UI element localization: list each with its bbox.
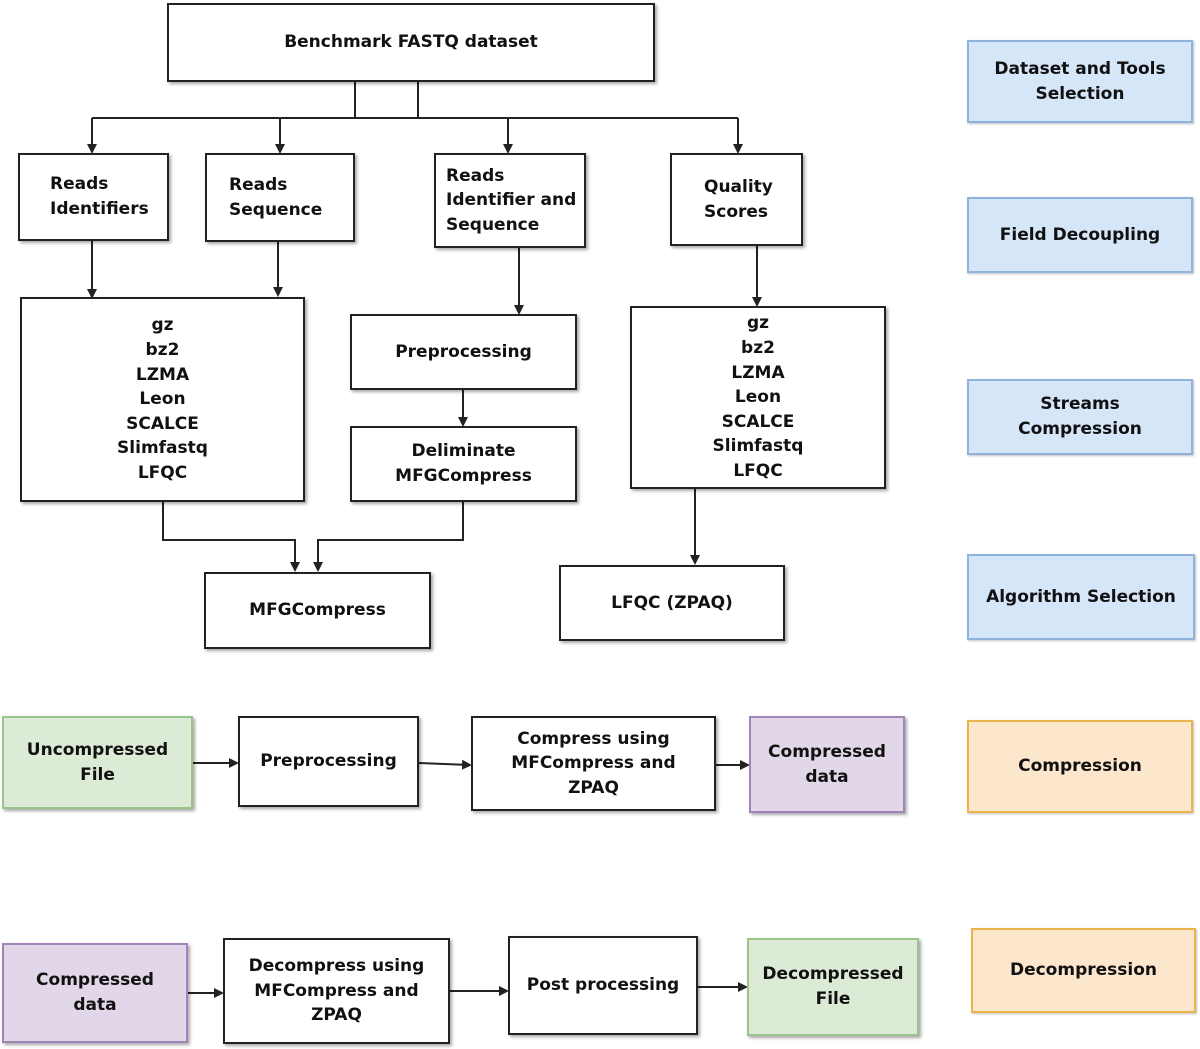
compression-preprocessing-box: Preprocessing bbox=[238, 716, 419, 807]
tool-item: LZMA bbox=[731, 362, 785, 383]
stage-decompression: Decompression bbox=[971, 928, 1196, 1013]
tools-left-list: gz bz2 LZMA Leon SCALCE Slimfastq LFQC bbox=[117, 313, 208, 485]
dataset-box: Benchmark FASTQ dataset bbox=[167, 3, 655, 82]
stage-algorithm-selection-label: Algorithm Selection bbox=[986, 586, 1176, 607]
tool-item: bz2 bbox=[741, 337, 775, 358]
tool-item: Slimfastq bbox=[712, 436, 804, 457]
preprocessing-box: Preprocessing bbox=[350, 314, 577, 390]
tools-right-list: gz bz2 LZMA Leon SCALCE Slimfastq LFQC bbox=[713, 311, 804, 483]
field-identifiers-box: Reads Identifiers bbox=[18, 153, 169, 241]
tool-item: SCALCE bbox=[126, 413, 199, 434]
arrow-tools-to-mfgcompress bbox=[162, 502, 300, 572]
decompressed-file-box: Decompressed File bbox=[747, 938, 919, 1036]
compress-using-label: Compress using MFCompress and ZPAQ bbox=[511, 728, 676, 798]
stage-dataset-tools: Dataset and Tools Selection bbox=[967, 40, 1193, 123]
tool-item: Slimfastq bbox=[117, 438, 208, 459]
lfqc-zpaq-box: LFQC (ZPAQ) bbox=[559, 565, 785, 641]
stage-compression-label: Compression bbox=[1018, 756, 1142, 777]
tool-item: LZMA bbox=[135, 364, 190, 385]
compression-preprocessing-label: Preprocessing bbox=[260, 751, 397, 772]
arrow-deliminate-to-mfgcompress bbox=[313, 502, 464, 572]
field-id-seq-label: Reads Identifier and Sequence bbox=[446, 165, 577, 235]
field-sequence-label: Reads Sequence bbox=[229, 174, 323, 220]
decomp-compressed-data-box: Compressed data bbox=[2, 943, 188, 1043]
tool-item: LFQC bbox=[137, 463, 188, 484]
tool-item: Leon bbox=[734, 387, 782, 408]
lfqc-zpaq-label: LFQC (ZPAQ) bbox=[611, 592, 733, 613]
compressed-data-label: Compressed data bbox=[768, 741, 886, 787]
tool-item: bz2 bbox=[145, 339, 180, 360]
decompress-using-box: Decompress using MFCompress and ZPAQ bbox=[223, 938, 450, 1044]
post-processing-box: Post processing bbox=[508, 936, 698, 1035]
field-identifiers-label: Reads Identifiers bbox=[50, 174, 149, 219]
stage-dataset-tools-label: Dataset and Tools Selection bbox=[994, 58, 1166, 104]
tool-item: Leon bbox=[139, 389, 186, 410]
tool-item: gz bbox=[746, 313, 770, 334]
field-quality-box: Quality Scores bbox=[670, 153, 803, 246]
stage-algorithm-selection: Algorithm Selection bbox=[967, 554, 1195, 640]
tool-item: LFQC bbox=[733, 461, 783, 482]
stage-streams-compression: Streams Compression bbox=[967, 379, 1193, 455]
decompress-using-label: Decompress using MFCompress and ZPAQ bbox=[248, 956, 425, 1026]
split-connector bbox=[354, 82, 419, 119]
field-id-seq-box: Reads Identifier and Sequence bbox=[434, 153, 586, 248]
stage-field-decoupling-label: Field Decoupling bbox=[999, 224, 1161, 245]
dataset-label: Benchmark FASTQ dataset bbox=[284, 32, 538, 53]
stage-streams-compression-label: Streams Compression bbox=[1018, 394, 1142, 439]
mfgcompress-label: MFGCompress bbox=[249, 600, 386, 621]
deliminate-label: Deliminate MFGCompress bbox=[395, 441, 532, 486]
stage-field-decoupling: Field Decoupling bbox=[967, 197, 1193, 273]
field-sequence-box: Reads Sequence bbox=[205, 153, 355, 242]
mfgcompress-box: MFGCompress bbox=[204, 572, 431, 649]
tool-item: gz bbox=[151, 315, 174, 336]
tools-right-box: gz bz2 LZMA Leon SCALCE Slimfastq LFQC bbox=[630, 306, 886, 489]
uncompressed-file-label: Uncompressed File bbox=[26, 739, 169, 785]
stage-compression: Compression bbox=[967, 720, 1193, 813]
tools-left-box: gz bz2 LZMA Leon SCALCE Slimfastq LFQC bbox=[20, 297, 305, 502]
tool-item: SCALCE bbox=[721, 411, 795, 432]
preprocessing-label: Preprocessing bbox=[395, 341, 532, 362]
field-quality-label: Quality Scores bbox=[704, 176, 773, 222]
decomp-compressed-data-label: Compressed data bbox=[36, 970, 154, 1015]
stage-decompression-label: Decompression bbox=[1009, 960, 1158, 981]
compress-using-box: Compress using MFCompress and ZPAQ bbox=[471, 716, 716, 811]
uncompressed-file-box: Uncompressed File bbox=[2, 716, 193, 809]
decompressed-file-label: Decompressed File bbox=[762, 964, 904, 1009]
post-processing-label: Post processing bbox=[526, 975, 680, 996]
compressed-data-box: Compressed data bbox=[749, 716, 905, 813]
arrow-comp-2 bbox=[418, 759, 472, 770]
deliminate-box: Deliminate MFGCompress bbox=[350, 426, 577, 502]
